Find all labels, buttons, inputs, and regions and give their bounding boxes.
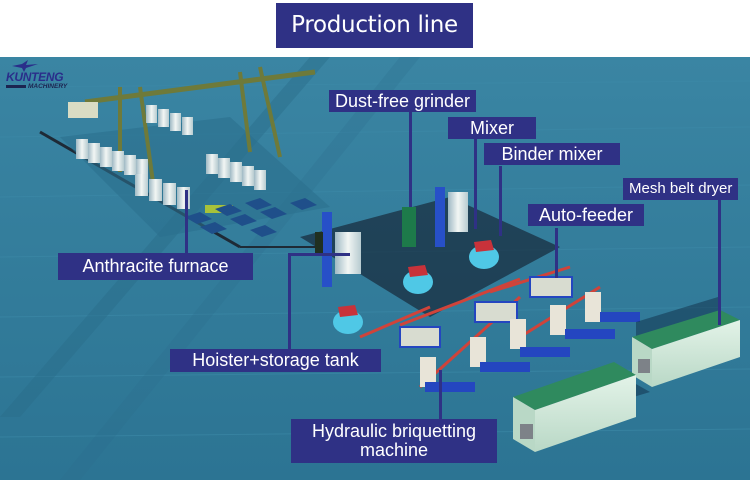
leader-dust-free-grinder bbox=[409, 112, 412, 207]
processing-equipment bbox=[300, 187, 640, 392]
label-dust-free-grinder: Dust-free grinder bbox=[329, 90, 477, 112]
label-mixer: Mixer bbox=[448, 117, 536, 139]
leader-hydraulic-briquetting bbox=[439, 370, 442, 420]
leader-mixer bbox=[474, 139, 477, 229]
label-hydraulic-briquetting-line2: machine bbox=[359, 440, 429, 460]
label-mesh-belt-dryer: Mesh belt dryer bbox=[623, 178, 739, 200]
mesh-belt-dryer-1 bbox=[632, 297, 740, 387]
label-auto-feeder: Auto-feeder bbox=[528, 204, 644, 226]
label-anthracite-furnace: Anthracite furnace bbox=[58, 253, 253, 280]
leader-hoister-vertical bbox=[288, 253, 291, 349]
label-binder-mixer: Binder mixer bbox=[484, 143, 620, 165]
label-hydraulic-briquetting-machine: Hydraulic briquetting machine bbox=[291, 419, 497, 463]
label-hydraulic-briquetting-line1: Hydraulic briquetting bbox=[311, 421, 477, 441]
brand-name: KUNTENG bbox=[6, 70, 64, 84]
leader-binder-mixer bbox=[499, 166, 502, 236]
mesh-belt-dryer-2 bbox=[513, 362, 650, 452]
bird-icon bbox=[12, 60, 38, 72]
auto-feeders bbox=[399, 276, 573, 348]
label-hoister-storage-tank: Hoister+storage tank bbox=[170, 349, 381, 372]
brand-logo: KUNTENG MACHINERY bbox=[6, 60, 70, 92]
pit-grid bbox=[185, 198, 317, 237]
brand-underline bbox=[6, 85, 26, 88]
leader-anthracite-furnace bbox=[185, 190, 188, 254]
leader-mesh-belt-dryer bbox=[718, 199, 721, 325]
brand-sub: MACHINERY bbox=[28, 83, 68, 90]
page-title: Production line bbox=[276, 3, 473, 48]
briquetting-machines bbox=[420, 292, 640, 392]
leader-auto-feeder bbox=[555, 228, 558, 278]
leader-hoister-horizontal bbox=[288, 253, 350, 256]
